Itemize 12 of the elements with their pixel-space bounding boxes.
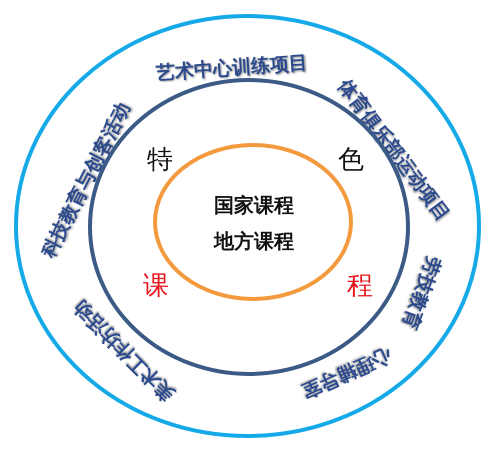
ring-text: 艺术中心训练项目 bbox=[156, 53, 308, 83]
ring-text: 劳技教育 bbox=[399, 253, 443, 331]
course-label: 地方课程 bbox=[214, 231, 294, 251]
ring-text: 心理辅导室 bbox=[298, 344, 394, 400]
ring-character: 程 bbox=[347, 273, 373, 299]
course-label: 国家课程 bbox=[214, 195, 294, 215]
ring-character: 特 bbox=[147, 147, 173, 173]
ring-character: 课 bbox=[143, 273, 169, 299]
ring-character: 色 bbox=[338, 147, 364, 173]
ring-text: 科技教育与创客活动 bbox=[38, 100, 134, 260]
outer-ellipse bbox=[14, 14, 481, 438]
ring-text: 美术工作坊活动 bbox=[70, 296, 178, 404]
